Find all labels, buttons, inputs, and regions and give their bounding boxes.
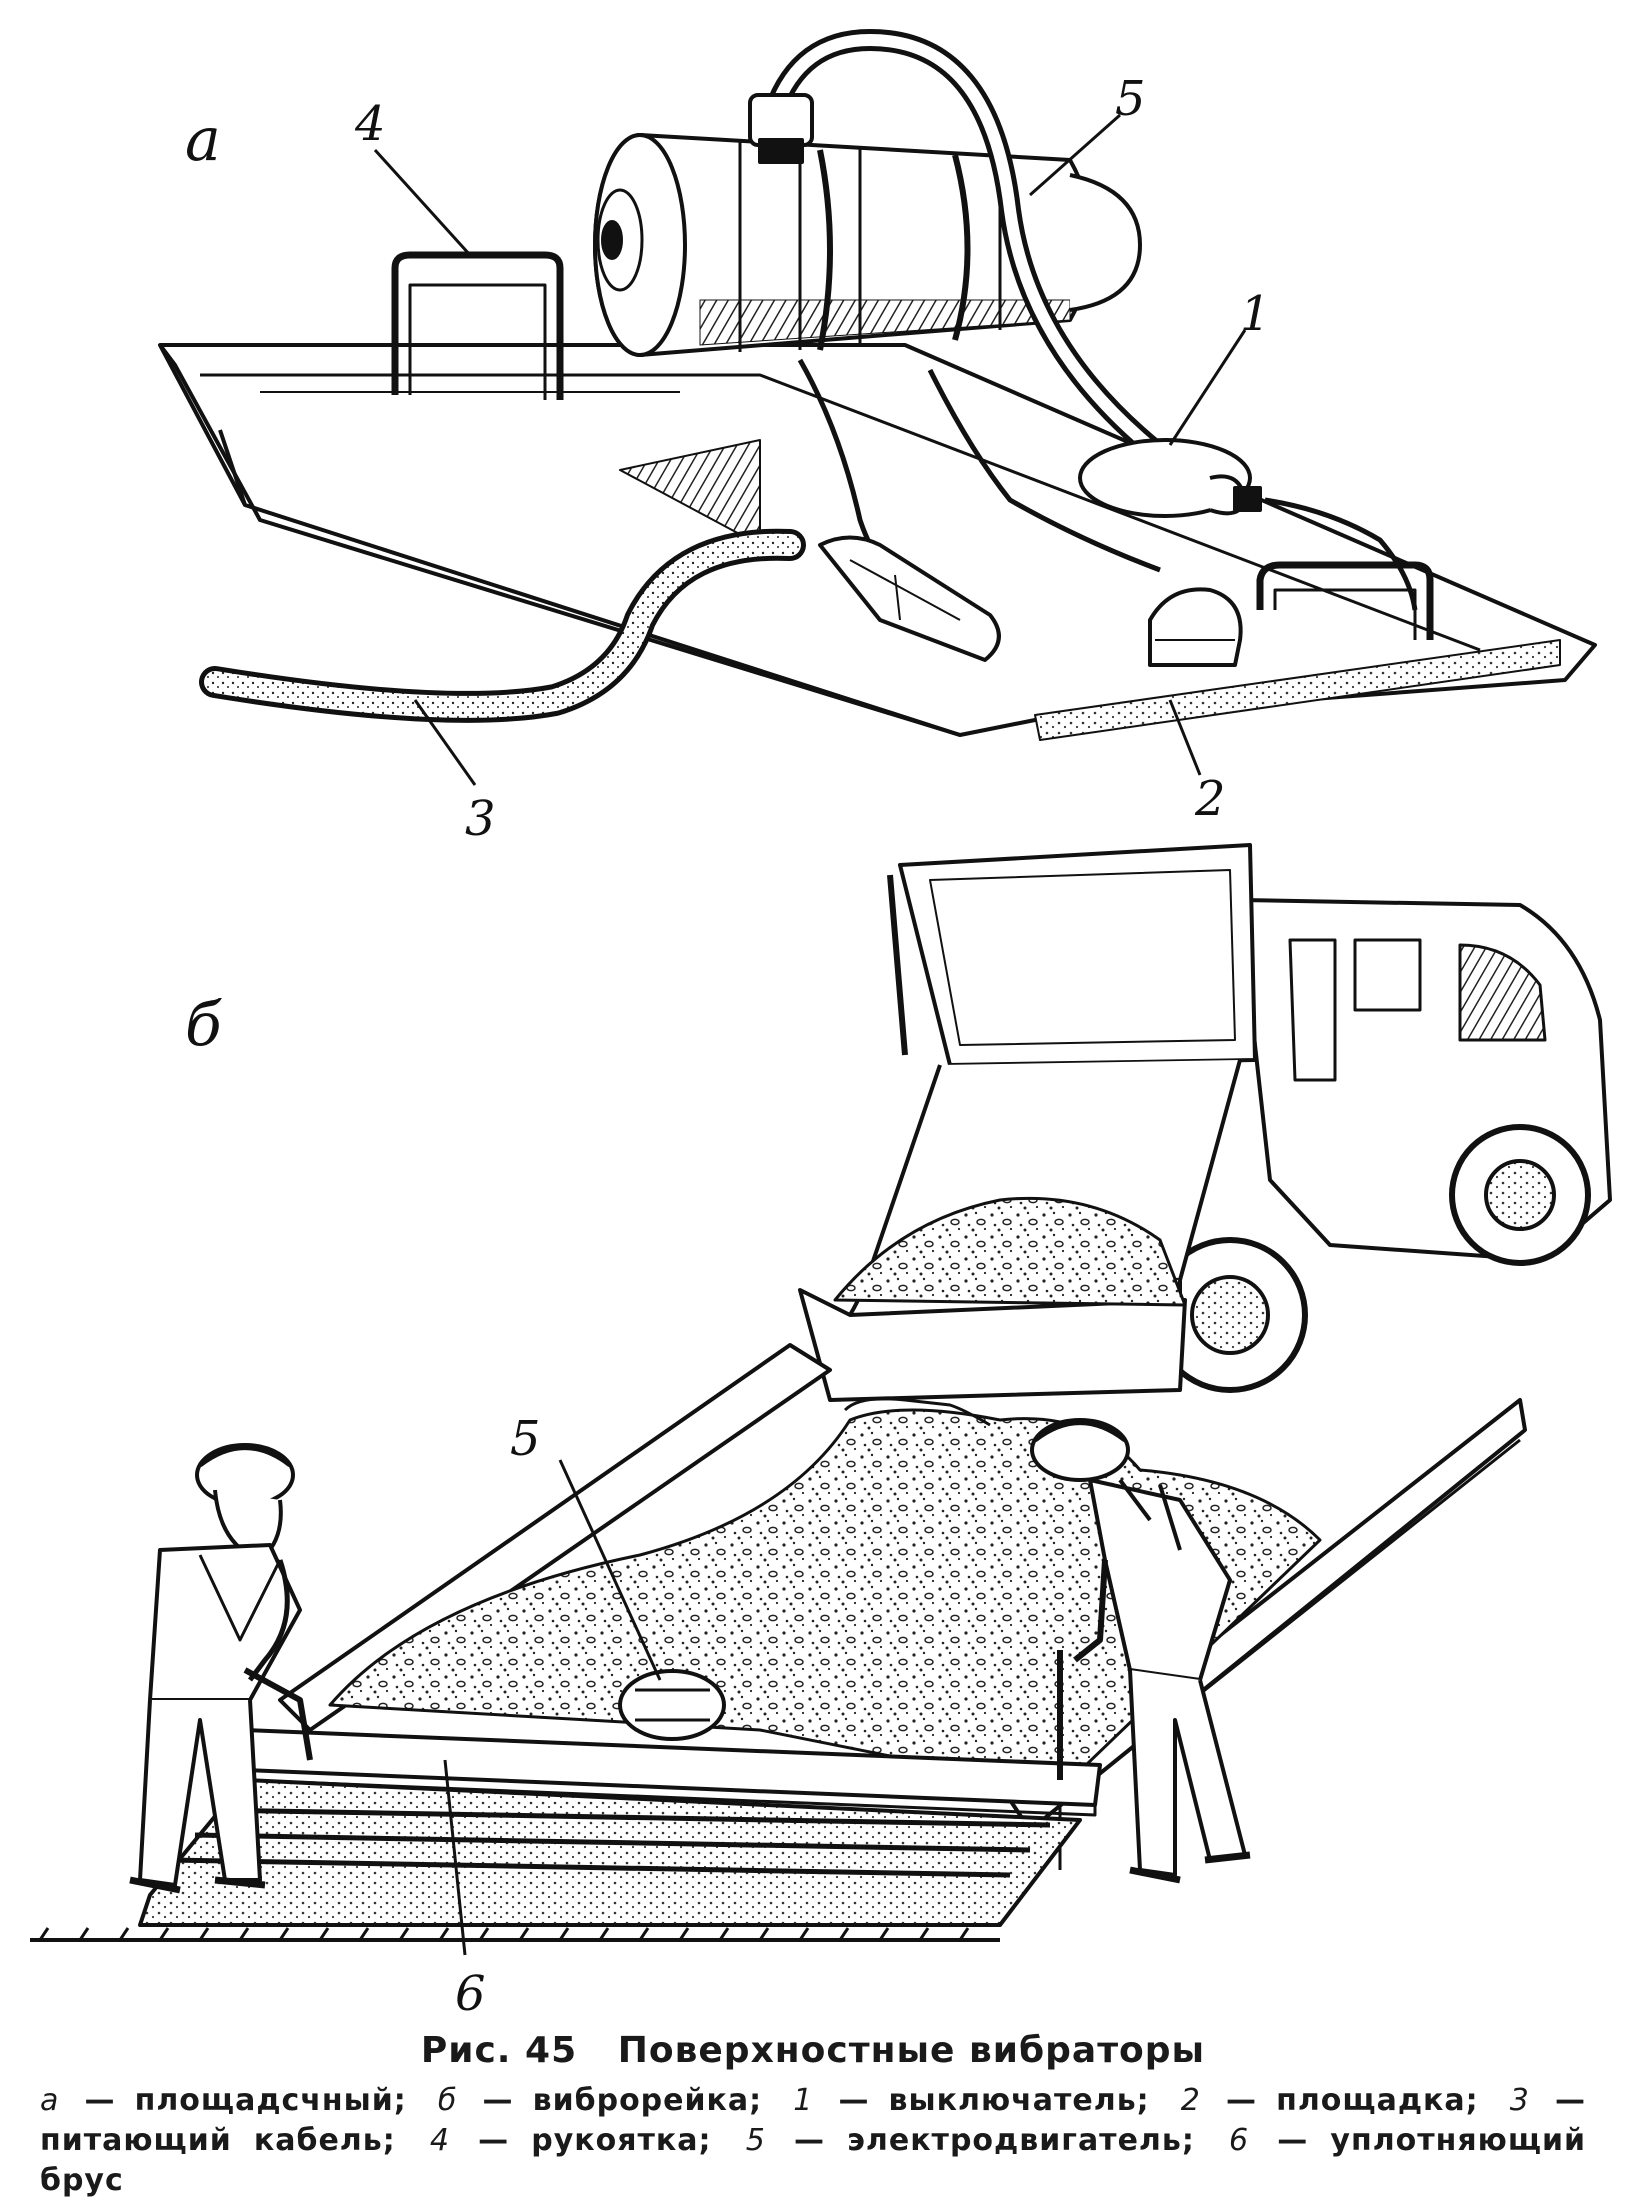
callout-a-1: 1	[1240, 286, 1271, 342]
legend-item: б — виброрейка;	[437, 2083, 763, 2118]
legend-item: а — площадсчный;	[40, 2083, 407, 2118]
fig-label: Рис.	[420, 2030, 512, 2071]
vibrating-screed-drawing	[30, 843, 1612, 1956]
legend-item: 4 — рукоятка;	[429, 2123, 712, 2158]
callout-a-3: 3	[465, 791, 496, 847]
panel-b-letter: б	[185, 990, 222, 1060]
callout-a-5: 5	[1115, 71, 1146, 127]
panel-a-letter: а	[185, 105, 221, 175]
fig-number: 45	[525, 2030, 578, 2071]
callout-a-2: 2	[1194, 771, 1226, 827]
callout-b-6: 6	[455, 1966, 486, 2020]
fig-title: Поверхностные вибраторы	[617, 2030, 1206, 2071]
plate-vibrator-drawing	[158, 29, 1597, 786]
callout-a-4: 4	[354, 96, 386, 152]
figure-caption: Рис. 45 Поверхностные вибраторы а — площ…	[40, 2030, 1586, 2198]
caption-legend: а — площадсчный; б — виброрейка; 1 — вык…	[40, 2081, 1586, 2201]
figure-illustration: а 4 5 1 2 3	[30, 29, 1612, 2020]
legend-item: 3 — питающий кабель;	[40, 2083, 1586, 2158]
callout-b-5: 5	[510, 1411, 541, 1467]
legend-item: 5 — электродвигатель;	[745, 2123, 1195, 2158]
legend-item: 1 — выключатель;	[793, 2083, 1150, 2118]
legend-item: 2 — площадка;	[1180, 2083, 1479, 2118]
caption-title-line: Рис. 45 Поверхностные вибраторы	[40, 2030, 1586, 2071]
